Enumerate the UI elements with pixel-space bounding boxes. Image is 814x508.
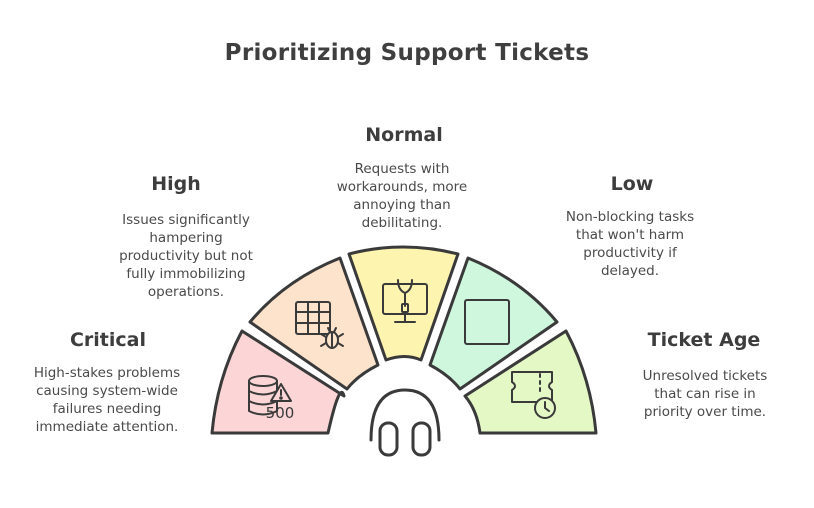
- ticket-age-description: Unresolved tickets that can rise in prio…: [610, 367, 800, 421]
- critical-description-line: immediate attention.: [35, 419, 179, 435]
- low-description-line: productivity if: [583, 245, 677, 261]
- normal-description-line: annoying than: [353, 197, 451, 213]
- square-icon: [464, 299, 510, 345]
- low-heading: Low: [610, 173, 654, 195]
- ticket-age-description-line: that can rise in: [654, 386, 756, 402]
- high-description: Issues significantly hampering productiv…: [86, 211, 286, 301]
- high-description-line: operations.: [147, 284, 225, 300]
- low-description-line: delayed.: [600, 263, 660, 279]
- headphones-icon: [369, 388, 441, 457]
- normal-description: Requests with workarounds, more annoying…: [302, 160, 502, 232]
- segment-ticket-age: [463, 329, 598, 435]
- critical-description-line: High-stakes problems: [33, 365, 181, 381]
- ticket-clock-icon: [511, 371, 556, 419]
- ticket-age-heading: Ticket Age: [647, 329, 761, 351]
- normal-heading: Normal: [365, 124, 443, 146]
- high-description-line: hampering: [149, 230, 223, 246]
- critical-description: High-stakes problems causing system-wide…: [16, 364, 198, 436]
- ticket-age-description-line: priority over time.: [643, 404, 767, 420]
- ticket-age-description-line: Unresolved tickets: [642, 368, 768, 384]
- low-description-line: that won't harm: [575, 227, 685, 243]
- table-bug-icon: [295, 301, 344, 349]
- critical-heading: Critical: [69, 329, 147, 351]
- low-description-line: Non-blocking tasks: [565, 209, 695, 225]
- monitor-tools-icon: [382, 279, 428, 323]
- critical-description-line: failures needing: [52, 401, 162, 417]
- low-description: Non-blocking tasks that won't harm produ…: [530, 208, 730, 280]
- normal-description-line: debilitating.: [361, 215, 443, 231]
- high-description-line: fully immobilizing: [126, 266, 246, 282]
- normal-description-line: workarounds, more: [336, 179, 468, 195]
- critical-icon-code: 500: [266, 404, 295, 422]
- critical-description-line: causing system-wide: [36, 383, 178, 399]
- high-heading: High: [151, 173, 201, 195]
- normal-description-line: Requests with: [354, 161, 450, 177]
- high-description-line: Issues significantly: [122, 212, 250, 228]
- segment-low: [428, 256, 559, 391]
- database-warning-icon: [248, 375, 292, 416]
- diagram-title: Prioritizing Support Tickets: [224, 40, 590, 66]
- high-description-line: productivity but not: [119, 248, 253, 264]
